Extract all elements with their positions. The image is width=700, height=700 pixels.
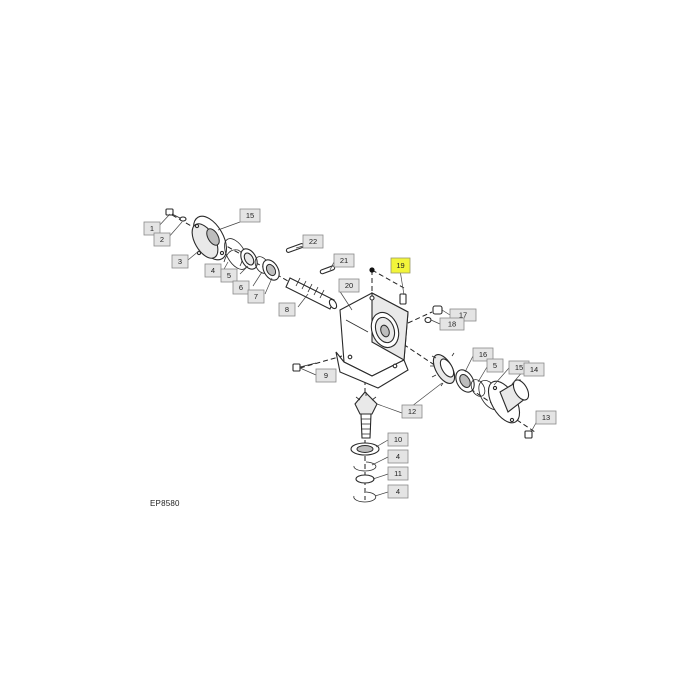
- callout-c7: 7: [247, 289, 265, 304]
- callout-label: 5: [493, 361, 497, 370]
- callout-label: 20: [345, 281, 353, 290]
- callout-c10: 10: [387, 432, 409, 447]
- callout-label: 13: [542, 413, 550, 422]
- part-input-shaft: [285, 277, 338, 310]
- part-left-cover: [191, 215, 228, 261]
- callout-c11: 11: [387, 466, 409, 481]
- callout-label: 1: [150, 224, 154, 233]
- callout-c19: 19: [390, 257, 411, 274]
- callout-label: 4: [396, 452, 400, 461]
- callout-label: 18: [448, 320, 456, 329]
- part-pinion-shaft: [354, 391, 378, 439]
- part-snap-ring-lower-2: [353, 491, 377, 503]
- callout-c13: 13: [535, 410, 557, 425]
- callout-c4a: 4: [204, 263, 222, 278]
- callout-label: 2: [160, 235, 164, 244]
- callout-c8: 8: [278, 302, 296, 317]
- callout-c14: 14: [523, 362, 545, 377]
- part-bevel-gear-12: [430, 352, 456, 387]
- part-screw-1: [165, 208, 187, 222]
- part-bearing-10: [350, 442, 380, 456]
- callout-c9: 9: [315, 368, 337, 383]
- callout-c4b: 4: [387, 449, 409, 464]
- callout-label: 5: [227, 271, 231, 280]
- callout-label: 4: [211, 266, 215, 275]
- callout-label: 6: [239, 283, 243, 292]
- part-fitting-17-18: [424, 305, 443, 324]
- callout-label: 8: [285, 305, 289, 314]
- callout-label: 4: [396, 487, 400, 496]
- callout-c20: 20: [338, 278, 360, 293]
- part-bearing-right: [455, 369, 475, 393]
- part-bearing-left: [240, 248, 258, 270]
- callout-label: 3: [178, 257, 182, 266]
- part-shim-11: [355, 474, 375, 484]
- callout-label: 19: [396, 261, 404, 270]
- callout-label: 15: [515, 363, 523, 372]
- part-bolt-13: [524, 430, 533, 439]
- callout-c2: 2: [153, 232, 171, 247]
- part-shim-right: [470, 379, 486, 397]
- callout-c22: 22: [302, 234, 324, 249]
- callout-c6: 6: [232, 280, 250, 295]
- callout-c21: 21: [333, 253, 355, 268]
- callout-label: 15: [246, 211, 254, 220]
- callout-c12: 12: [401, 404, 423, 419]
- part-gearbox-housing: [335, 292, 409, 389]
- part-pin-21: [319, 265, 336, 275]
- callout-c18: 18: [439, 317, 465, 331]
- callout-c4c: 4: [387, 484, 409, 499]
- callout-label: 10: [394, 435, 402, 444]
- callout-c5b: 5: [486, 358, 504, 373]
- callout-label: 7: [254, 292, 258, 301]
- callout-c3: 3: [171, 254, 189, 269]
- part-bearing-7: [262, 259, 280, 281]
- part-snap-ring-lower-1: [353, 461, 377, 472]
- callout-label: 17: [459, 311, 467, 320]
- part-pin-22: [285, 243, 305, 253]
- callout-label: 22: [309, 237, 317, 246]
- reference-code: EP8580: [150, 499, 180, 508]
- callout-label: 12: [408, 407, 416, 416]
- callout-c16: 16: [472, 347, 494, 362]
- part-right-cover: [487, 379, 530, 424]
- callout-c15a: 15: [239, 208, 261, 223]
- callout-label: 11: [394, 469, 402, 478]
- callout-label: 14: [530, 365, 538, 374]
- callout-c1: 1: [143, 221, 161, 236]
- part-bolt-9: [292, 362, 317, 372]
- callout-label: 9: [324, 371, 328, 380]
- callout-c5a: 5: [220, 268, 238, 283]
- part-plug-19: [369, 267, 407, 305]
- callout-label: 16: [479, 350, 487, 359]
- callout-label: 21: [340, 256, 348, 265]
